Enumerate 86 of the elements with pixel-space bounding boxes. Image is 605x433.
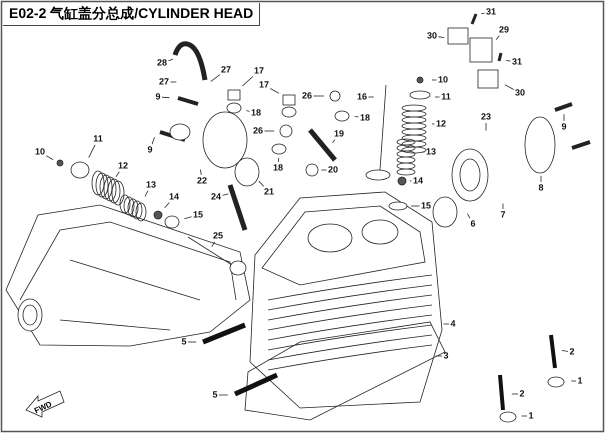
leader-line: [570, 380, 576, 382]
callout-number: 23: [481, 112, 491, 122]
leader-line: [200, 169, 202, 176]
leader-line: [434, 96, 440, 98]
callout-number: 5: [182, 336, 186, 348]
callout-number: 2: [520, 388, 524, 400]
callout-number: 8: [538, 182, 544, 194]
callout-number: 5: [212, 390, 218, 400]
callout-number: 10: [438, 74, 448, 86]
leader-line: [246, 110, 250, 112]
leader-line: [540, 175, 542, 182]
callout-number: 30: [515, 88, 525, 98]
leader-line: [368, 96, 374, 98]
callout-number: 10: [35, 146, 45, 158]
callout-number: 18: [251, 108, 261, 118]
callout-number: 14: [413, 176, 423, 186]
leader-line: [409, 180, 412, 182]
leader-line: [506, 60, 511, 62]
leader-line: [504, 84, 514, 90]
callout-number: 17: [259, 80, 269, 90]
callout-number: 26: [253, 126, 263, 136]
diagram-title: E02-2 气缸盖分总成/CYLINDER HEAD: [3, 3, 260, 26]
callout-number: 22: [197, 176, 207, 186]
callout-number: 1: [578, 376, 582, 386]
callout-number: 13: [426, 146, 436, 158]
leader-line: [184, 216, 192, 220]
callout-number: 6: [470, 218, 476, 230]
leader-line: [438, 36, 445, 38]
callout-number: 3: [444, 350, 448, 362]
leader-line: [270, 88, 280, 94]
callout-number: 9: [156, 92, 160, 102]
leader-line: [88, 144, 96, 158]
callout-number: 27: [221, 64, 231, 76]
callout-number: 17: [254, 66, 264, 76]
leader-line: [278, 157, 280, 162]
leader-line: [561, 350, 568, 352]
callout-number: 18: [273, 162, 283, 174]
callout-number: 29: [499, 24, 509, 36]
callout-number: 9: [562, 122, 566, 132]
leader-line: [210, 74, 220, 82]
callout-number: 11: [93, 134, 103, 144]
callout-number: 12: [118, 160, 128, 172]
leader-line: [218, 394, 228, 396]
callout-number: 11: [441, 92, 451, 102]
callout-number: 13: [146, 180, 156, 190]
leader-line: [152, 136, 155, 144]
callout-number: 15: [421, 200, 431, 212]
callout-number: 31: [512, 56, 522, 68]
callout-number: 27: [159, 76, 169, 88]
leader-line: [264, 130, 275, 132]
leader-line: [258, 180, 264, 187]
callout-number: 12: [436, 118, 446, 130]
callout-number: 30: [427, 30, 437, 42]
callout-number: 21: [264, 186, 274, 198]
callout-number: 16: [357, 92, 367, 102]
callout-number: 2: [570, 346, 574, 358]
leader-line: [116, 171, 120, 178]
callout-number: 4: [450, 318, 456, 330]
callout-number: 24: [211, 192, 221, 202]
callout-number: 28: [157, 58, 167, 68]
callout-number: 14: [169, 192, 179, 202]
callout-number: 15: [193, 210, 203, 220]
leader-line: [480, 12, 485, 14]
leader-line: [162, 96, 170, 98]
leader-line: [496, 35, 500, 40]
callout-number: 26: [302, 90, 312, 102]
leader-line: [144, 190, 148, 197]
leader-line: [242, 76, 254, 86]
callout-number: 9: [148, 144, 152, 156]
callout-number: 31: [486, 6, 496, 18]
callout-number: 18: [360, 112, 370, 124]
leader-line: [46, 155, 54, 160]
leader-line: [168, 58, 174, 62]
leader-line: [354, 116, 359, 118]
leader-line: [502, 203, 504, 210]
callout-number: 7: [500, 210, 506, 220]
leader-line: [164, 202, 170, 208]
callout-number: 19: [334, 128, 344, 140]
callout-number: 25: [213, 230, 223, 242]
leader-line: [332, 139, 336, 144]
direction-label: FWD: [32, 400, 54, 416]
leader-line: [211, 241, 216, 248]
callout-number: 20: [328, 164, 338, 176]
callout-number: 1: [528, 410, 534, 422]
leader-line: [222, 194, 229, 196]
leader-line: [467, 213, 470, 219]
